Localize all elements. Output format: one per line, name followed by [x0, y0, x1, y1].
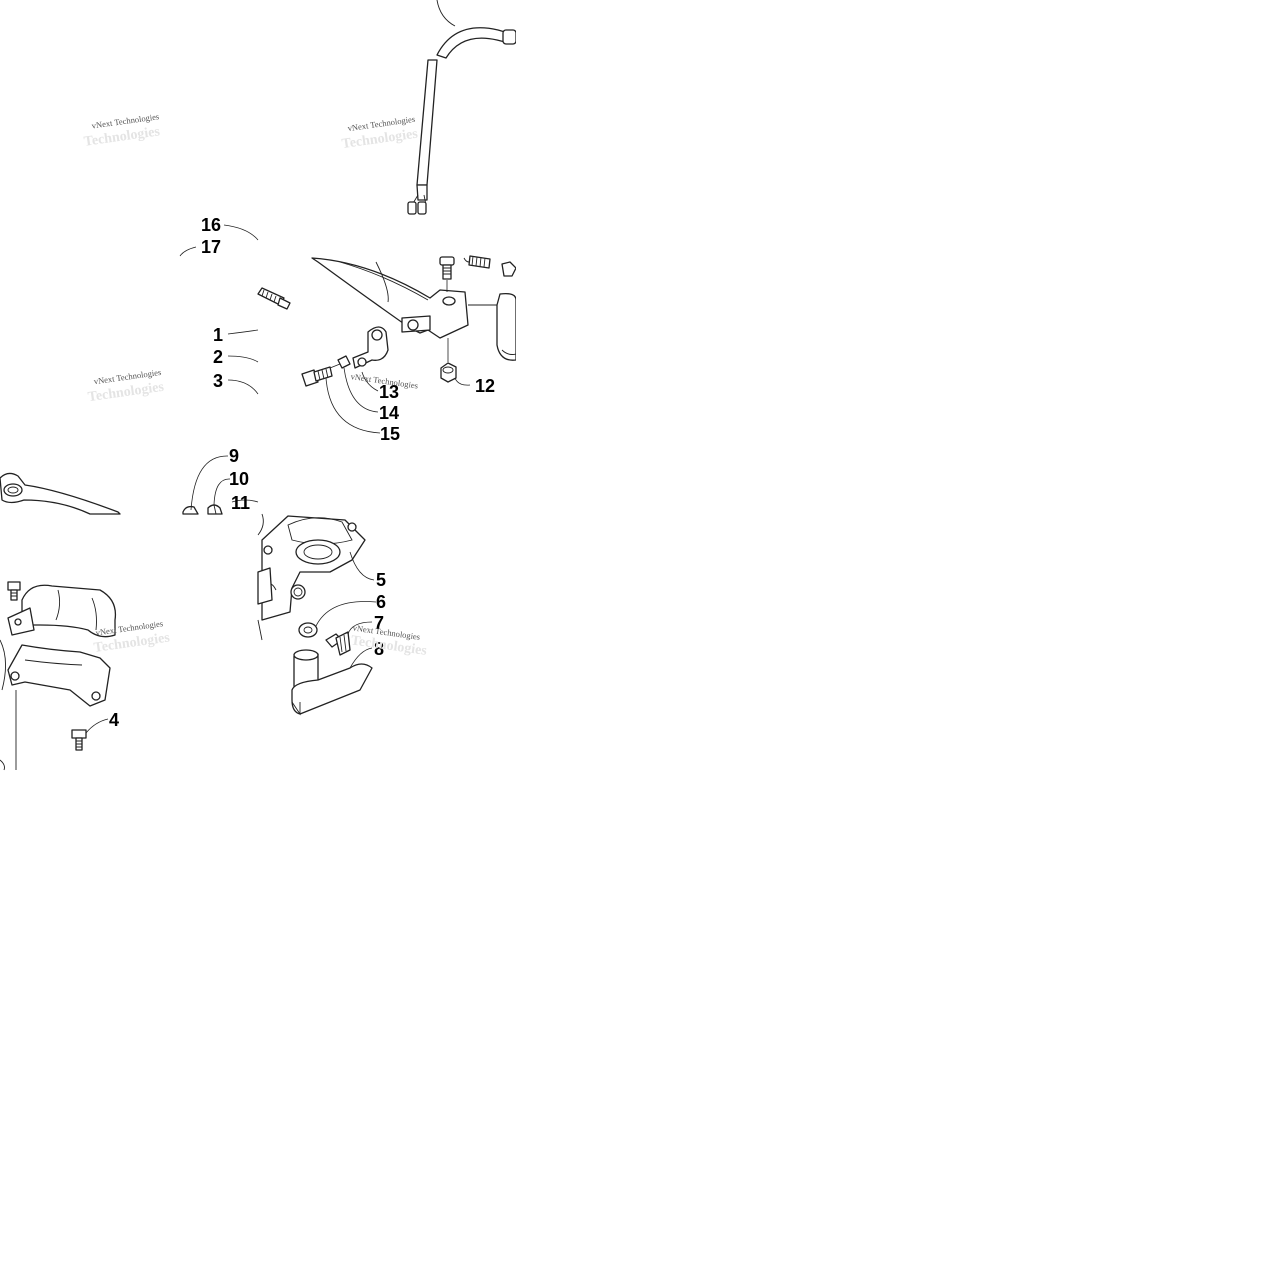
nut-12 — [440, 338, 457, 383]
callout-17[interactable]: 17 — [201, 237, 221, 257]
callout-7[interactable]: 7 — [374, 613, 384, 633]
screw-4-lower — [71, 729, 87, 751]
callout-14[interactable]: 14 — [379, 403, 399, 423]
master-cylinder-housing — [257, 513, 366, 641]
switch-housing-lower — [0, 639, 111, 771]
watermark-3: Technologies vNext Technologies — [87, 367, 165, 405]
callout-16[interactable]: 16 — [201, 215, 221, 235]
washer-10-11 — [207, 504, 223, 515]
spring-and-nut — [463, 255, 516, 277]
watermark-1: Technologies vNext Technologies — [83, 111, 161, 150]
brake-lever — [0, 472, 121, 515]
wire-harness — [407, 0, 516, 215]
callout-3[interactable]: 3 — [213, 371, 223, 391]
pin-16-17 — [257, 287, 291, 310]
leader-lines — [85, 224, 471, 734]
screw-4-upper — [7, 581, 21, 601]
cam-13 — [352, 326, 389, 369]
callout-13[interactable]: 13 — [379, 382, 399, 402]
callout-8[interactable]: 8 — [374, 639, 384, 659]
callout-2[interactable]: 2 — [213, 347, 223, 367]
watermark-6: Technologies vNext Technologies — [350, 623, 428, 659]
washer-6 — [298, 622, 318, 638]
callout-12[interactable]: 12 — [475, 376, 495, 396]
callout-labels: 16 17 1 2 3 12 13 14 15 9 10 11 5 6 7 8 … — [109, 215, 495, 730]
callout-6[interactable]: 6 — [376, 592, 386, 612]
lever-bracket-assembly — [311, 257, 516, 361]
pivot-arm-8 — [291, 649, 373, 716]
grommet-9 — [182, 505, 199, 515]
switch-cover — [7, 584, 117, 638]
upper-screw — [439, 256, 455, 292]
callout-4[interactable]: 4 — [109, 710, 119, 730]
bolt-15 — [301, 366, 333, 387]
bolt-7 — [325, 631, 351, 656]
callout-11[interactable]: 11 — [231, 493, 250, 513]
callout-10[interactable]: 10 — [229, 469, 249, 489]
callout-9[interactable]: 9 — [229, 446, 239, 466]
callout-15[interactable]: 15 — [380, 424, 400, 444]
watermark-2: Technologies vNext Technologies — [341, 114, 419, 152]
callout-1[interactable]: 1 — [213, 325, 223, 345]
callout-5[interactable]: 5 — [376, 570, 386, 590]
